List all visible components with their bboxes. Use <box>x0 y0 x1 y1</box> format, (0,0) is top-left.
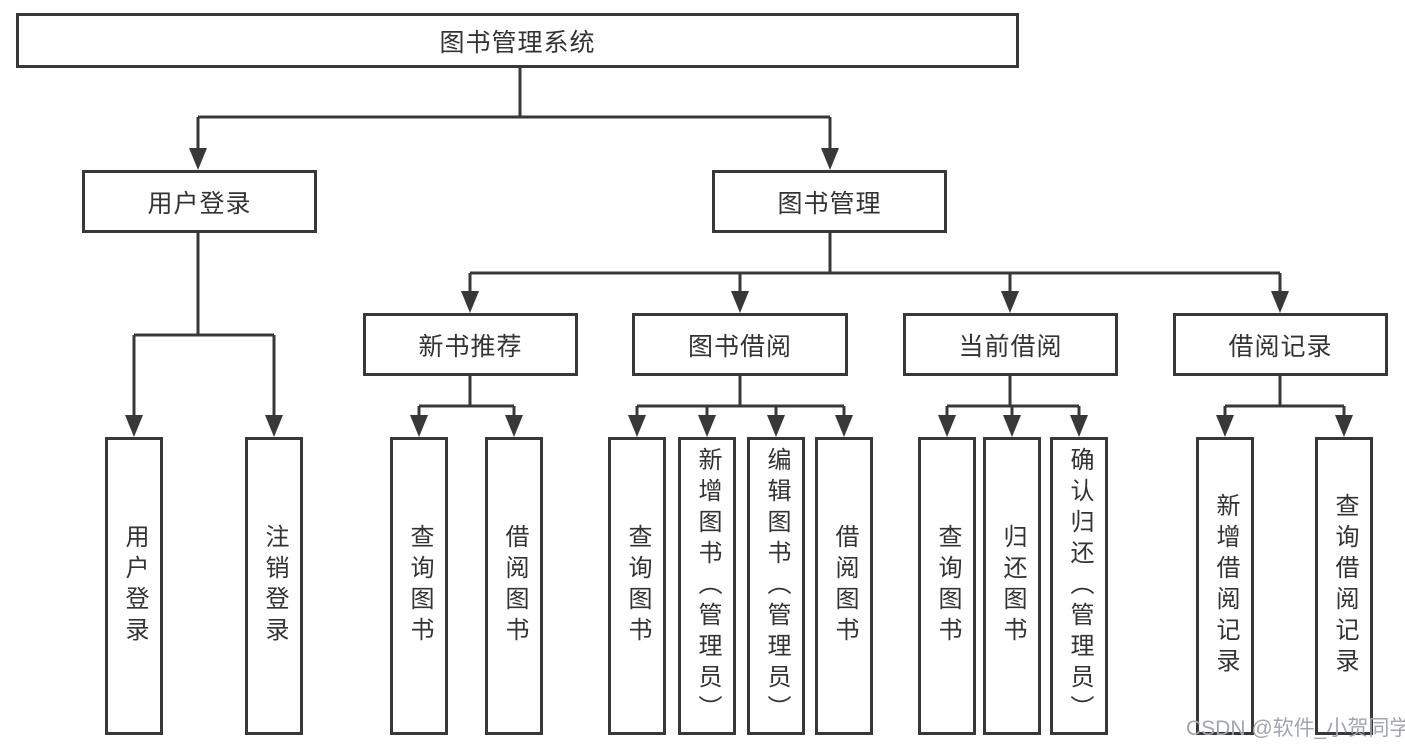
node-borrow-records: 借阅记录 <box>1173 313 1388 376</box>
leaf-borrow-query-books: 查询图书 <box>608 437 666 735</box>
leaf-borrow-add-books-admin: 新增图书（管理员） <box>678 437 736 735</box>
leaf-logout: 注销登录 <box>245 437 303 735</box>
leaf-records-query-record: 查询借阅记录 <box>1315 437 1373 735</box>
leaf-recommend-query-books: 查询图书 <box>390 437 448 735</box>
node-current-borrow: 当前借阅 <box>903 313 1118 376</box>
leaf-current-confirm-return-admin: 确认归还（管理员） <box>1050 437 1108 735</box>
leaf-borrow-edit-books-admin: 编辑图书（管理员） <box>747 437 805 735</box>
node-new-book-recommend: 新书推荐 <box>363 313 578 376</box>
arrowheads <box>125 148 1353 437</box>
leaf-records-add-record: 新增借阅记录 <box>1196 437 1254 735</box>
node-book-management: 图书管理 <box>712 170 947 233</box>
leaf-borrow-borrow-books: 借阅图书 <box>815 437 873 735</box>
leaf-recommend-borrow-books: 借阅图书 <box>485 437 543 735</box>
node-book-borrow: 图书借阅 <box>632 313 848 376</box>
leaf-current-query-books: 查询图书 <box>918 437 976 735</box>
csdn-watermark: CSDN @软件_小贺同学 <box>1186 717 1405 740</box>
leaf-current-return-books: 归还图书 <box>983 437 1041 735</box>
leaf-user-login: 用户登录 <box>105 437 163 735</box>
node-user-login: 用户登录 <box>82 170 317 233</box>
node-root-system: 图书管理系统 <box>16 13 1019 68</box>
